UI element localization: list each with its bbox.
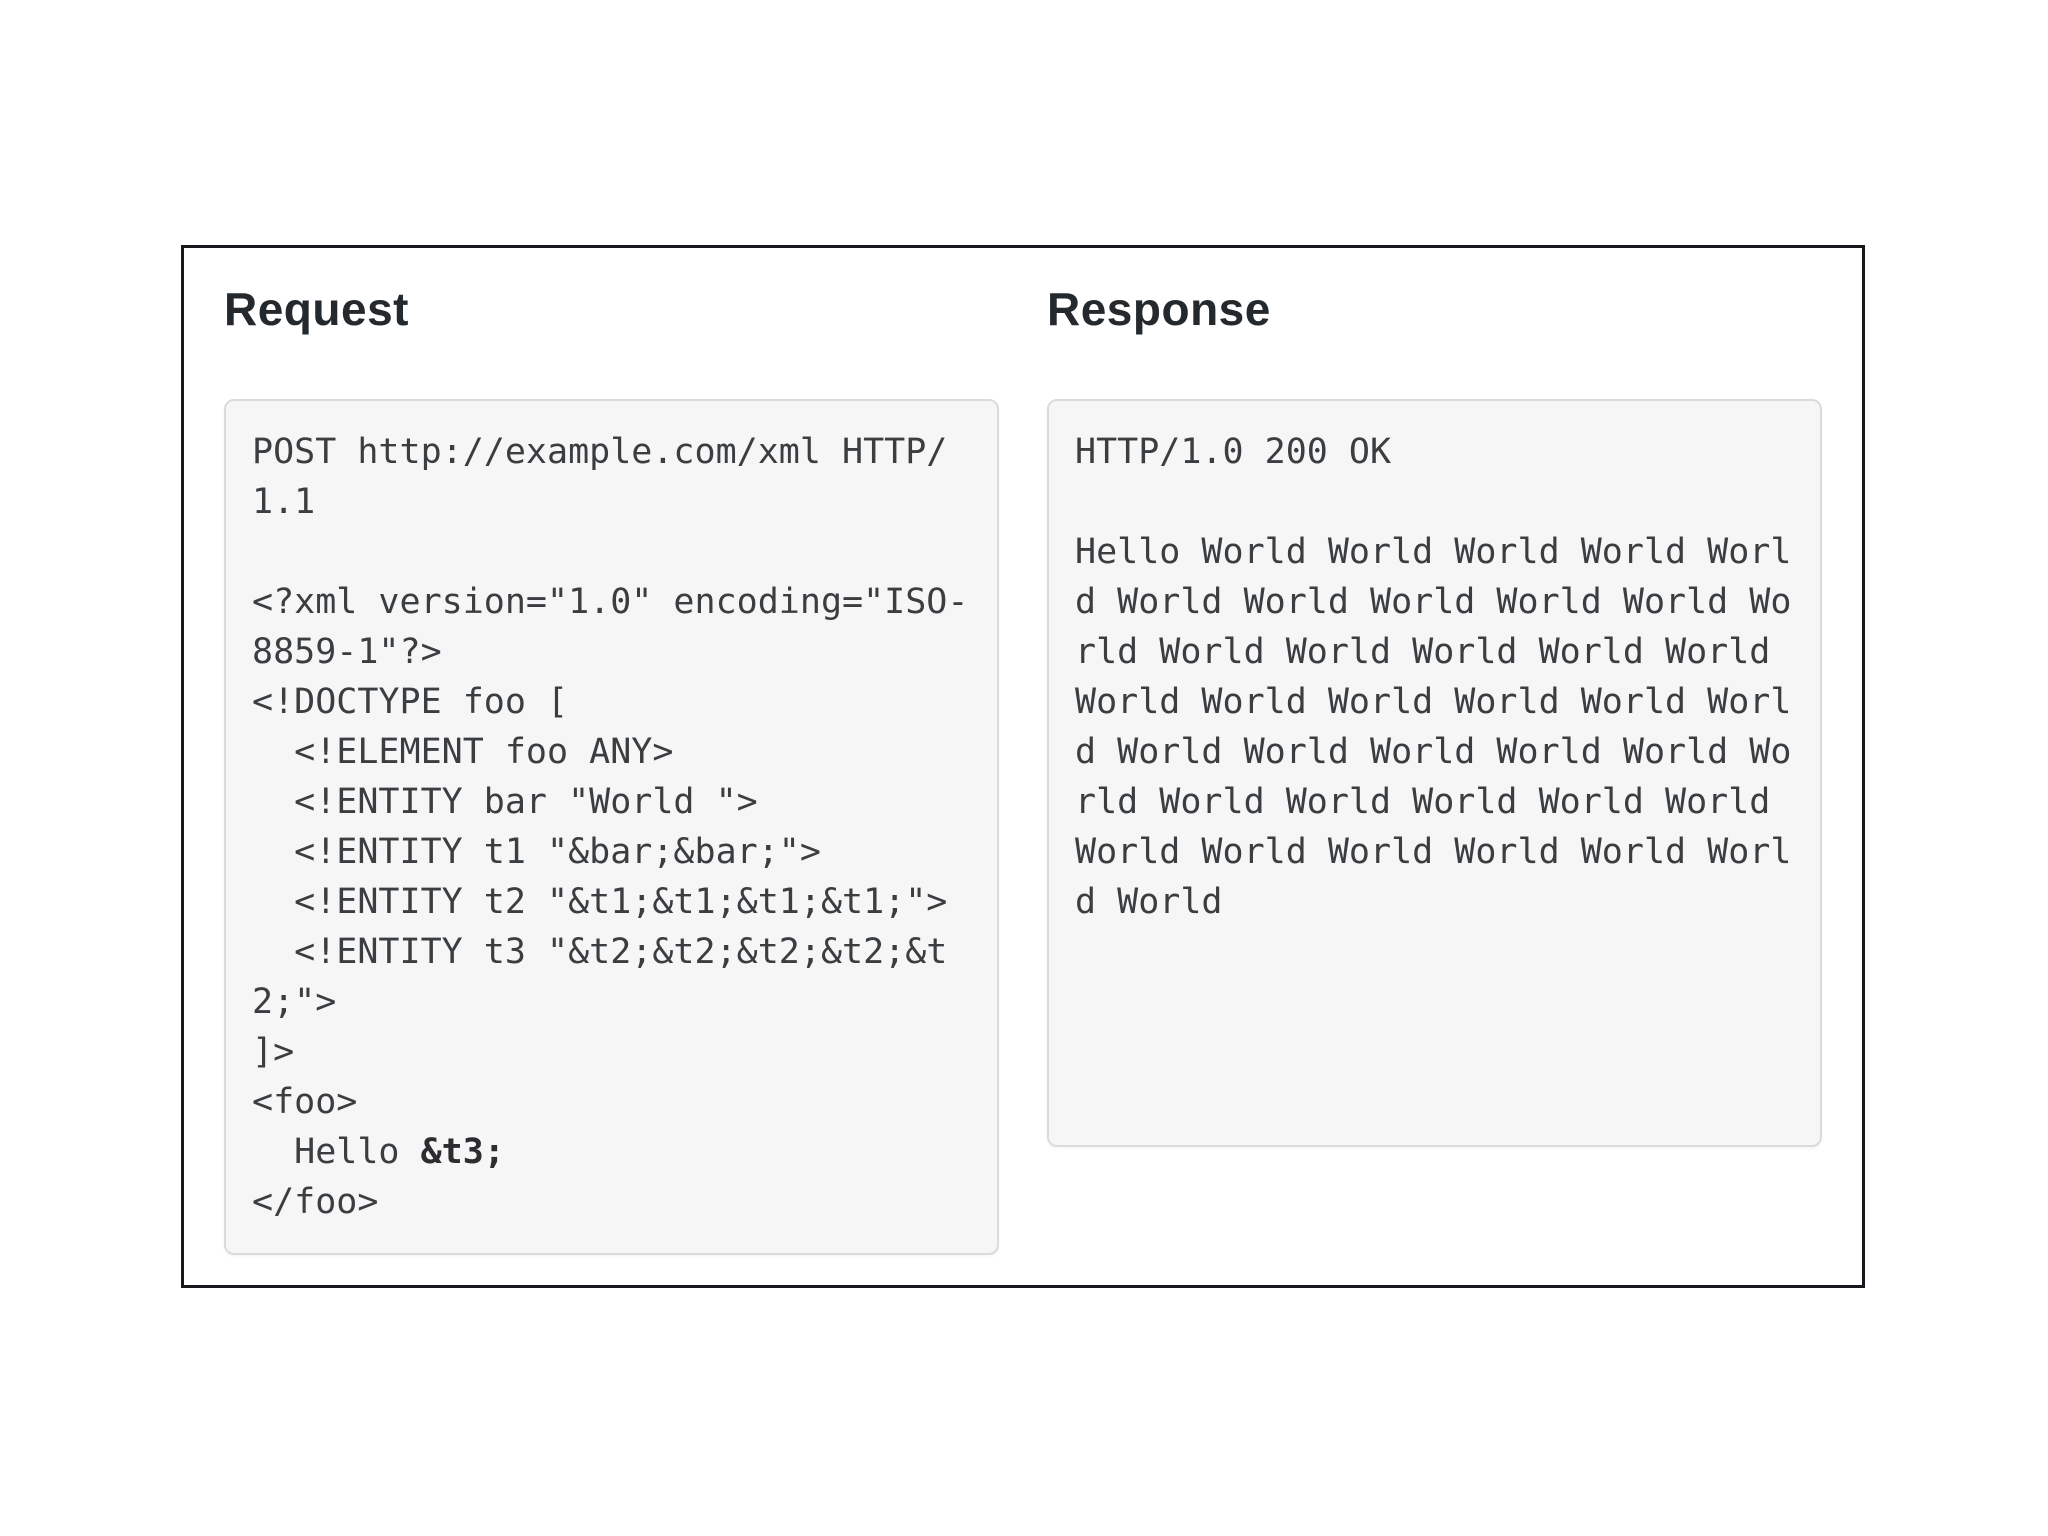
figure-panel: Request POST http://example.com/xml HTTP… bbox=[181, 245, 1865, 1288]
request-heading: Request bbox=[224, 283, 409, 335]
request-response-columns: Request POST http://example.com/xml HTTP… bbox=[184, 248, 1862, 1255]
response-code-box: HTTP/1.0 200 OK Hello World World World … bbox=[1047, 399, 1822, 1147]
request-code-box: POST http://example.com/xml HTTP/ 1.1 <?… bbox=[224, 399, 999, 1255]
request-code-block: POST http://example.com/xml HTTP/ 1.1 <?… bbox=[252, 427, 971, 1227]
request-column: Request POST http://example.com/xml HTTP… bbox=[224, 282, 999, 1255]
response-column: Response HTTP/1.0 200 OK Hello World Wor… bbox=[1047, 282, 1822, 1255]
request-code-text-after: </foo> bbox=[252, 1182, 379, 1222]
request-entity-bold-text: &t3; bbox=[420, 1132, 505, 1172]
response-code-block: HTTP/1.0 200 OK Hello World World World … bbox=[1075, 432, 1792, 922]
response-heading: Response bbox=[1047, 283, 1271, 335]
request-code-text: POST http://example.com/xml HTTP/ 1.1 <?… bbox=[252, 432, 969, 1172]
